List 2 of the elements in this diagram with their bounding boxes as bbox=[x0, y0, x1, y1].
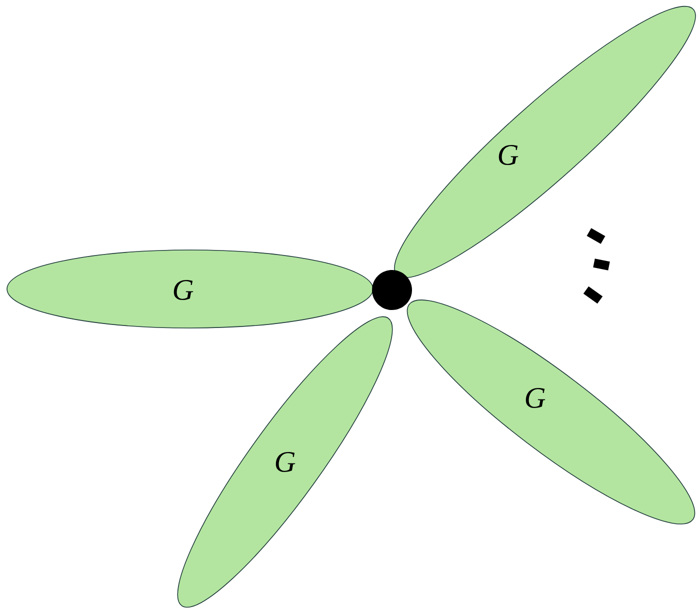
node-label: G bbox=[276, 452, 296, 472]
junction-dot bbox=[372, 270, 412, 310]
